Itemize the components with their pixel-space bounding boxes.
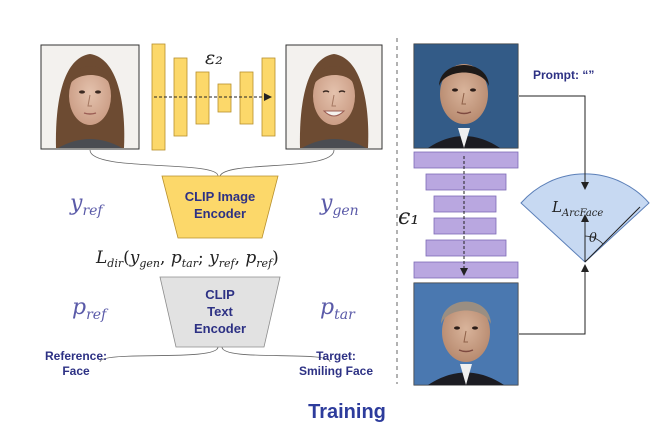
e1-label: ϵ₁ xyxy=(398,205,419,230)
connector-line xyxy=(99,346,219,363)
theta-label: θ xyxy=(589,231,597,246)
target-face-image xyxy=(413,282,519,386)
connector-line xyxy=(221,346,331,363)
clip-text-encoder: CLIP Text Encoder xyxy=(159,276,281,348)
p-tar-label: ptar xyxy=(320,295,356,323)
arcface-loss: LArcFace θ xyxy=(520,173,650,263)
p-ref-label: pref xyxy=(72,295,109,323)
connector-line xyxy=(219,149,335,177)
theta-arc xyxy=(584,235,604,245)
arcface-vector xyxy=(584,206,641,263)
source-to-arcface-arrow xyxy=(519,95,589,190)
y-gen-label: ygen xyxy=(319,191,359,219)
prompt-label: Prompt: “” xyxy=(533,68,594,82)
unet-bar xyxy=(261,57,276,137)
e1-bar xyxy=(433,195,497,213)
e1-bar xyxy=(433,217,497,235)
y-ref-label: yref xyxy=(69,191,105,219)
generator-unet: ε₂ xyxy=(151,43,276,151)
source-face-image xyxy=(413,43,519,149)
e2-label: ε₂ xyxy=(205,47,223,69)
unet-bar xyxy=(217,83,232,113)
clip-image-encoder-line2: Encoder xyxy=(194,206,246,221)
directional-loss-label: Ldir(ygen, ptar; yref, pref) xyxy=(95,248,279,270)
e1-network: ϵ₁ xyxy=(398,151,519,279)
e1-bar xyxy=(425,173,507,191)
clip-text-encoder-line3: Encoder xyxy=(194,321,246,336)
unet-bar xyxy=(195,71,210,125)
unet-bar xyxy=(239,71,254,125)
connector-line xyxy=(89,149,219,177)
clip-image-encoder: CLIP Image Encoder xyxy=(161,175,279,239)
generated-face-image xyxy=(285,44,383,150)
clip-text-encoder-line1: CLIP xyxy=(205,287,235,302)
e1-bar xyxy=(413,151,519,169)
e1-bar xyxy=(425,239,507,257)
arcface-loss-label: LArcFace xyxy=(551,198,603,219)
target-to-arcface-arrow xyxy=(519,264,589,335)
clip-image-encoder-line1: CLIP Image xyxy=(185,189,256,204)
unet-bar xyxy=(151,43,166,151)
target-caption-line2: Smiling Face xyxy=(299,364,373,378)
training-title: Training xyxy=(308,401,386,423)
reference-face-image xyxy=(40,44,140,150)
clip-text-encoder-line2: Text xyxy=(207,304,233,319)
e1-bar xyxy=(413,261,519,279)
target-caption-line1: Target: xyxy=(316,349,356,363)
reference-caption-line2: Face xyxy=(62,364,90,378)
reference-caption-line1: Reference: xyxy=(45,349,107,363)
